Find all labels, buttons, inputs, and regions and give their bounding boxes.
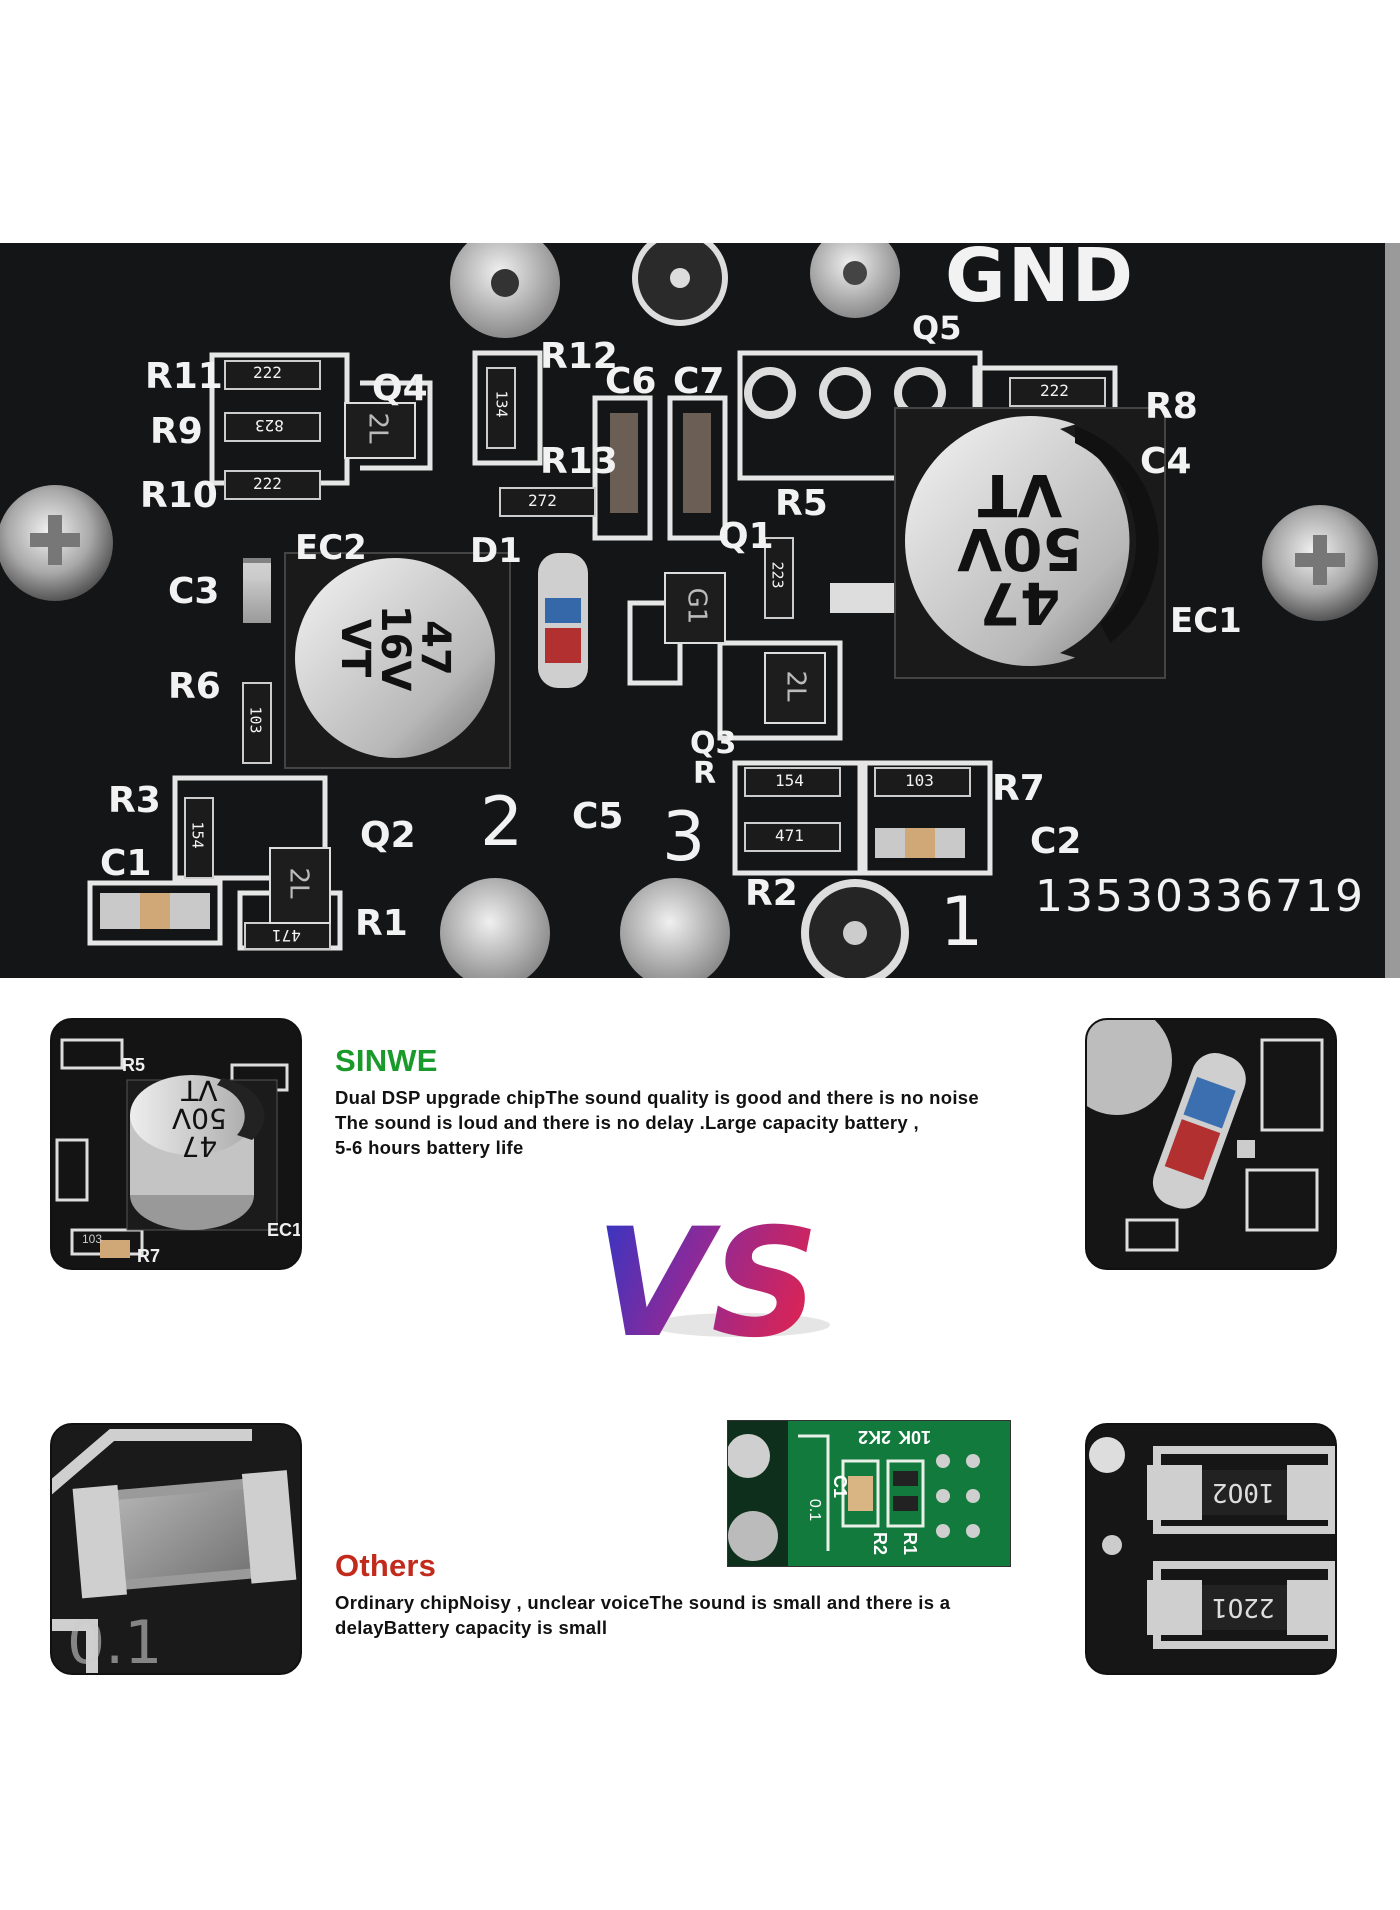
sinwe-brand-text: SINWE bbox=[335, 1043, 438, 1078]
pcb-label-r11: R11 bbox=[145, 356, 223, 397]
sinwe-description: Dual DSP upgrade chipThe sound quality i… bbox=[335, 1085, 979, 1160]
others-line-2: delayBattery capacity is small bbox=[335, 1617, 608, 1638]
code-r3: 154 bbox=[188, 821, 207, 849]
sinwe-line-3: 5-6 hours battery life bbox=[335, 1137, 524, 1158]
thumb-cap-ec1: EC1 bbox=[267, 1220, 302, 1240]
code-r9: 823 bbox=[255, 416, 284, 435]
pcb-label-ec1: EC1 bbox=[1170, 601, 1242, 641]
others-description: Ordinary chipNoisy , unclear voiceThe so… bbox=[335, 1590, 950, 1640]
pcb-label-c6: C6 bbox=[605, 361, 657, 402]
ec2-text: 47 16V VT bbox=[332, 573, 458, 723]
green-code-1: 10K bbox=[898, 1427, 932, 1447]
code-r2: 471 bbox=[775, 826, 804, 845]
pcb-photo: GND Q5 R11 R9 R10 Q4 R12 R13 C6 C7 R8 C4… bbox=[0, 243, 1400, 978]
code-q3: 2L bbox=[780, 670, 811, 702]
vs-text: VS bbox=[595, 1205, 819, 1371]
sinwe-brand: SINWE bbox=[335, 1043, 438, 1079]
ec2-voltage: 16V bbox=[372, 604, 418, 692]
green-code-2: 2K2 bbox=[858, 1427, 892, 1447]
thumb-green-board: 10K 2K2 C1 R1 R2 0.1 bbox=[727, 1420, 1011, 1567]
code-r10: 222 bbox=[253, 474, 282, 493]
pcb-label-gnd: GND bbox=[945, 243, 1136, 319]
pcb-pad-3: 3 bbox=[662, 798, 706, 877]
code-q4: 2L bbox=[362, 412, 393, 444]
code-q2: 2L bbox=[283, 867, 314, 899]
sinwe-line-2: The sound is loud and there is no delay … bbox=[335, 1112, 919, 1133]
others-brand-text: Others bbox=[335, 1548, 437, 1583]
code-r13: 272 bbox=[528, 491, 557, 510]
pcb-label-r5: R5 bbox=[775, 483, 828, 524]
pcb-label-r1: R1 bbox=[355, 903, 408, 944]
res-code-1: 10O2 bbox=[1212, 1477, 1275, 1507]
thumb-cap-r7: R7 bbox=[137, 1246, 161, 1266]
code-r11: 222 bbox=[253, 363, 282, 382]
pcb-label-r9: R9 bbox=[150, 411, 203, 452]
pcb-label-c4: C4 bbox=[1140, 441, 1192, 482]
thumb-cap-voltage: 50V bbox=[172, 1102, 227, 1135]
others-brand: Others bbox=[335, 1548, 436, 1584]
pcb-label-c7: C7 bbox=[673, 361, 725, 402]
thumb-cap-value: 47 bbox=[181, 1130, 218, 1163]
thumb-cap-r5: R5 bbox=[122, 1055, 146, 1075]
pcb-label-q4: Q4 bbox=[372, 368, 428, 409]
pcb-label-c3: C3 bbox=[168, 571, 220, 612]
ec2-series: VT bbox=[332, 618, 378, 678]
code-r8: 222 bbox=[1040, 381, 1069, 400]
thumb-resistors: 10O2 22O1 bbox=[1085, 1423, 1337, 1675]
pcb-board bbox=[0, 243, 1400, 978]
pcb-label-c5: C5 bbox=[572, 796, 624, 837]
pcb-label-r12: R12 bbox=[540, 336, 618, 377]
thumb-diode bbox=[1085, 1018, 1337, 1270]
thumb-cap-code: 103 bbox=[82, 1232, 103, 1246]
svg-text:0.1: 0.1 bbox=[67, 1608, 162, 1673]
code-r12: 134 bbox=[492, 390, 511, 418]
thumb-cap-text: 47 50V VT bbox=[172, 1074, 227, 1163]
code-r7: 103 bbox=[905, 771, 934, 790]
others-line-1: Ordinary chipNoisy , unclear voiceThe so… bbox=[335, 1592, 951, 1613]
pcb-label-ec2: EC2 bbox=[295, 528, 367, 568]
code-r1: 471 bbox=[272, 926, 301, 945]
code-r4: 154 bbox=[775, 771, 804, 790]
green-c1: C1 bbox=[830, 1474, 851, 1499]
thumb-smd-cap: 0.1 bbox=[50, 1423, 302, 1675]
ec1-text: 47 50V VT bbox=[930, 461, 1110, 637]
ec1-voltage: 50V bbox=[957, 515, 1083, 583]
ec1-value: 47 bbox=[979, 569, 1061, 637]
pcb-label-q2: Q2 bbox=[360, 815, 416, 856]
pcb-label-r13: R13 bbox=[540, 441, 618, 482]
pcb-label-r6: R6 bbox=[168, 666, 221, 707]
pcb-label-q5: Q5 bbox=[912, 309, 962, 347]
ec1-series: VT bbox=[977, 461, 1063, 529]
thumb-capacitor: 47 50V VT EC1 R5 R7 103 bbox=[50, 1018, 302, 1270]
green-r2: R2 bbox=[870, 1531, 891, 1556]
vs-logo: VS bbox=[590, 1197, 850, 1385]
green-r1: R1 bbox=[900, 1531, 921, 1556]
pcb-pad-2: 2 bbox=[480, 783, 524, 862]
pcb-label-r4: R bbox=[693, 756, 717, 791]
res-code-2: 22O1 bbox=[1212, 1592, 1275, 1622]
pcb-label-r8: R8 bbox=[1145, 386, 1198, 427]
ec2-value: 47 bbox=[412, 620, 458, 676]
pcb-label-c2: C2 bbox=[1030, 821, 1082, 862]
pcb-label-r10: R10 bbox=[140, 475, 218, 516]
code-q1: G1 bbox=[681, 587, 712, 625]
code-r5: 223 bbox=[768, 561, 787, 589]
code-r6: 103 bbox=[246, 706, 265, 734]
green-cap: 0.1 bbox=[806, 1498, 824, 1522]
pcb-label-c1: C1 bbox=[100, 843, 152, 884]
pcb-label-r2: R2 bbox=[745, 873, 798, 914]
sinwe-line-1: Dual DSP upgrade chipThe sound quality i… bbox=[335, 1087, 979, 1108]
pcb-label-q1: Q1 bbox=[718, 516, 774, 557]
thumb-cap-series: VT bbox=[181, 1074, 218, 1107]
pcb-label-q3: Q3 bbox=[690, 726, 737, 761]
pcb-serial: 13530336719 bbox=[1035, 871, 1365, 922]
pcb-label-r3: R3 bbox=[108, 780, 161, 821]
pcb-label-d1: D1 bbox=[470, 531, 522, 571]
pcb-pad-1: 1 bbox=[940, 883, 984, 962]
pcb-label-r7: R7 bbox=[992, 768, 1045, 809]
